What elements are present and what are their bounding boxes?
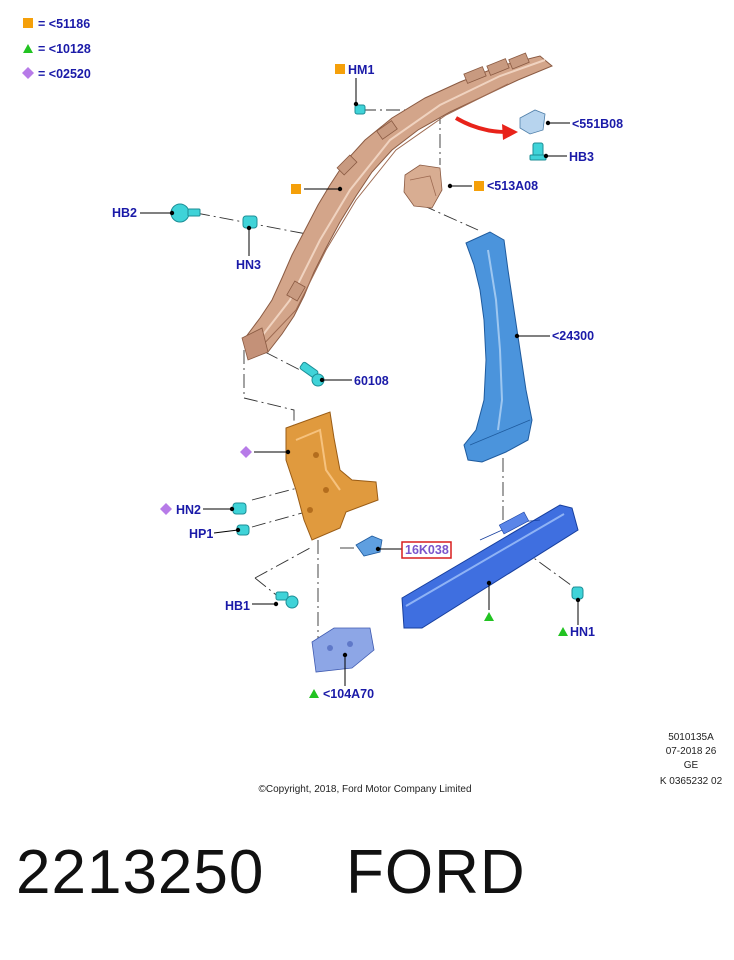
rocker-sill: [401, 504, 579, 629]
label-hn1: HN1: [570, 625, 595, 639]
part-number: 2213250: [16, 838, 265, 907]
513a08-square-marker: [474, 181, 484, 191]
label-60108: 60108: [354, 374, 389, 388]
bracket-16k038: [355, 535, 383, 557]
hn1-fastener: [571, 586, 584, 600]
16k038-highlight-box: [401, 541, 452, 559]
label-513a08: <513A08: [487, 179, 538, 193]
label-hp1: HP1: [189, 527, 213, 541]
hm1-fastener: [354, 104, 366, 115]
roof-rail-a-pillar: [241, 52, 553, 361]
rail-square-marker: [291, 184, 301, 194]
legend-diamond-text: = <02520: [38, 67, 91, 81]
callout-markers: [160, 64, 568, 698]
red-arrow: [454, 116, 518, 140]
legend-triangle-text: = <10128: [38, 42, 91, 56]
hn2-diamond-marker: [160, 503, 172, 515]
label-16k038: 16K038: [405, 543, 449, 557]
brand-name: FORD: [346, 838, 526, 907]
104a70-triangle-marker: [309, 689, 319, 698]
label-104a70: <104A70: [323, 687, 374, 701]
hb1-fastener: [275, 591, 299, 609]
bracket-551b08: [519, 109, 546, 135]
hn1-triangle-marker: [558, 627, 568, 636]
info-line-1: 5010135A: [668, 732, 714, 743]
leader-lines: [140, 78, 581, 686]
info-line-4: K 0365232 02: [660, 776, 723, 787]
label-551b08: <551B08: [572, 117, 623, 131]
hb3-fastener: [529, 142, 547, 161]
diamond-marker-reinforcement: [240, 446, 252, 458]
b-pillar-24300: [463, 231, 533, 463]
label-hm1: HM1: [348, 63, 374, 77]
rocker-triangle-marker: [484, 612, 494, 621]
diagram-info: 5010135A 07-2018 26 GE K 0365232 02: [660, 732, 723, 787]
label-24300: <24300: [552, 329, 594, 343]
callout-labels: HM1 <551B08 HB3 <513A08 HB2 HN3 <24300 6…: [112, 63, 623, 701]
label-hn3: HN3: [236, 258, 261, 272]
legend-diamond-marker: [22, 67, 34, 79]
info-line-2: 07-2018 26: [666, 746, 717, 757]
hn2-fastener: [232, 502, 247, 515]
label-hb1: HB1: [225, 599, 250, 613]
hm1-square-marker: [335, 64, 345, 74]
legend-square-marker: [23, 18, 33, 28]
label-hn2: HN2: [176, 503, 201, 517]
a-pillar-lower-reinforcement: [285, 411, 379, 541]
hb2-fastener: [170, 203, 201, 223]
info-line-3: GE: [684, 760, 699, 771]
legend-square-text: = <51186: [38, 17, 90, 31]
label-hb2: HB2: [112, 206, 137, 220]
copyright-text: ©Copyright, 2018, Ford Motor Company Lim…: [258, 784, 471, 795]
60108-fastener: [299, 361, 325, 387]
bracket-513a08: [403, 164, 443, 209]
bracket-104a70: [311, 627, 375, 673]
label-hb3: HB3: [569, 150, 594, 164]
fasteners: [170, 104, 584, 609]
legend: = <51186 = <10128 = <02520: [22, 17, 91, 81]
legend-triangle-marker: [23, 44, 33, 53]
